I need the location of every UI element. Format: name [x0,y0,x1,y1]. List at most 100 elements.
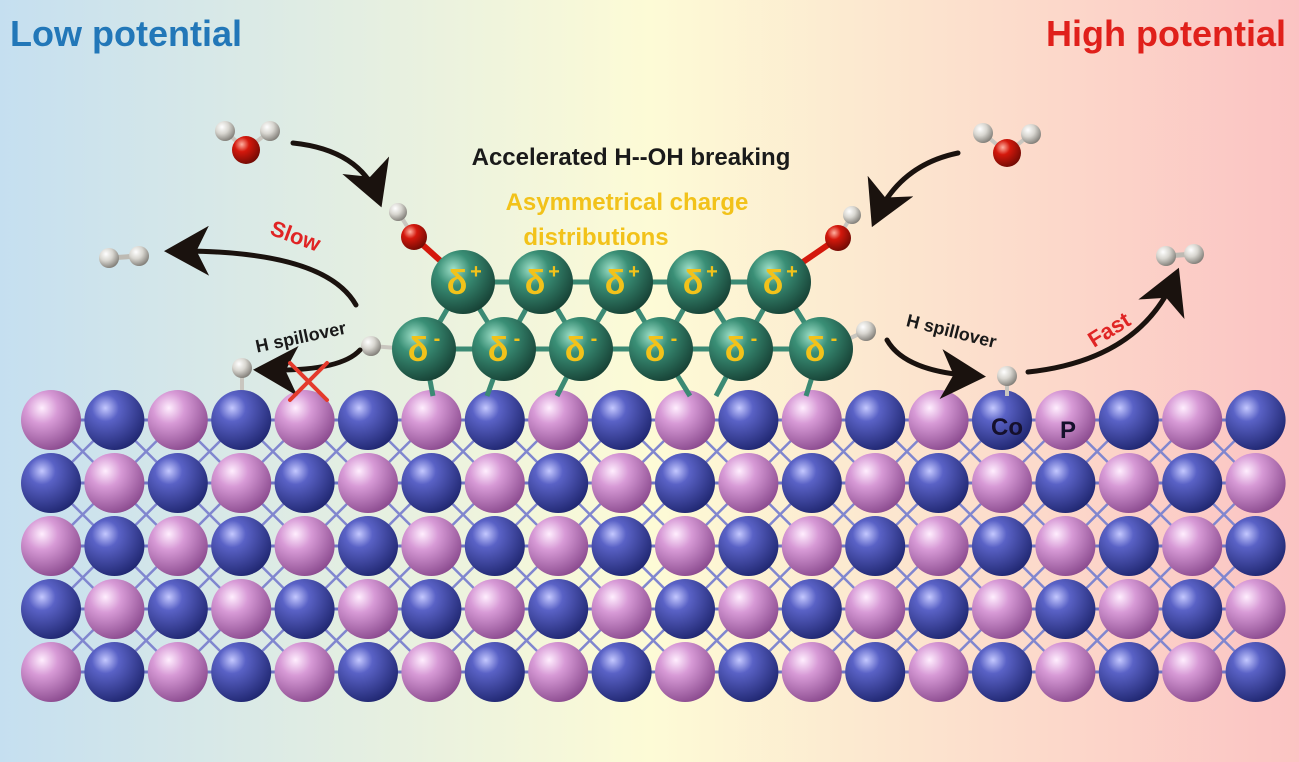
p-atom [1098,453,1159,513]
hydrogen-atom [129,246,149,266]
hydrogen-atom [843,206,861,224]
plus-sign: + [706,261,718,283]
co-atom [908,579,969,639]
co-atom [972,642,1032,702]
co-atom [845,516,906,576]
title-label: Accelerated H--OH breaking [472,144,791,171]
cluster-atom [509,250,573,314]
p-atom [147,390,208,450]
co-atom [211,642,272,702]
co-atom [338,642,398,702]
co-atom [401,579,462,639]
slow-desorption-arrow [164,225,359,308]
water-adsorption-arrow-right [867,150,961,228]
minus-sign: - [831,328,838,350]
delta-plus-atom: δ+ [509,250,573,314]
co-atom [1225,642,1286,702]
p-atom [528,516,589,576]
co-atom [718,642,779,702]
p-atom [1035,642,1096,702]
p-atom [528,390,589,450]
minus-sign: - [671,328,678,350]
co-atom [211,516,272,576]
p-atom [781,516,842,576]
p-atom [655,642,715,702]
co-atom [401,453,462,513]
p-atom [274,390,335,450]
co-atom [84,642,145,702]
co-atom [528,453,589,513]
co-atom-label: Co [991,414,1023,441]
plus-sign: + [628,261,640,283]
delta-plus-atom: δ+ [667,250,731,314]
p-atom [21,516,81,576]
hydrogen-molecule-icon [1156,246,1176,266]
p-atom [972,453,1032,513]
p-atom [908,642,969,702]
minus-sign: - [751,328,758,350]
p-atom [338,453,398,513]
p-atom [401,390,462,450]
co-atom [274,579,335,639]
co-atom [84,516,145,576]
cross-icon [288,361,329,402]
p-atom [655,516,715,576]
hydrogen-molecule-icon [99,248,119,268]
co-atom [528,579,589,639]
delta-minus-atom: δ- [472,317,536,381]
p-atom [1162,642,1223,702]
delta-plus-atom: δ+ [589,250,653,314]
cluster-atom [667,250,731,314]
delta-plus-label: δ [763,264,784,302]
co-atom [1035,453,1096,513]
spillover-arrow-right [884,337,986,399]
water-molecule-icon [232,136,260,164]
co-atom [21,453,81,513]
adsorbed-oh-oxygen [825,225,851,251]
co-atom [21,579,81,639]
cop-lattice [21,390,1286,702]
delta-minus-atom: δ- [709,317,773,381]
p-atom [1035,390,1096,450]
hydrogen-atom [1184,244,1204,264]
p-atom [845,453,906,513]
minus-sign: - [591,328,598,350]
p-atom [274,516,335,576]
co-atom [655,453,715,513]
co-atom [147,579,208,639]
delta-minus-atom: δ- [549,317,613,381]
p-atom [21,390,81,450]
water-molecule-icon [993,139,1021,167]
p-atom [718,579,779,639]
p-atom [781,642,842,702]
hydrogen-atom [1021,124,1041,144]
asymmetry-label-line2: distributions [523,224,668,251]
co-atom [1098,642,1159,702]
plus-sign: + [786,261,798,283]
plus-sign: + [470,261,482,283]
delta-minus-label: δ [805,331,826,369]
p-atom [274,642,335,702]
co-atom [718,516,779,576]
delta-minus-label: δ [725,331,746,369]
co-atom [464,516,525,576]
delta-plus-atom: δ+ [431,250,495,314]
co-atom [781,579,842,639]
molecules [99,121,1204,396]
co-atom [845,390,906,450]
co-atom [1225,516,1286,576]
p-atom [845,579,906,639]
adsorbed-oh-oxygen [401,224,427,250]
p-atom [781,390,842,450]
water-adsorption-arrow-left [290,140,390,208]
p-atom [528,642,589,702]
co-atom [274,453,335,513]
delta-plus-atom: δ+ [747,250,811,314]
p-atom [464,579,525,639]
p-atom [908,390,969,450]
co-atom [908,453,969,513]
delta-minus-atom: δ- [789,317,853,381]
co-atom [1225,390,1286,450]
